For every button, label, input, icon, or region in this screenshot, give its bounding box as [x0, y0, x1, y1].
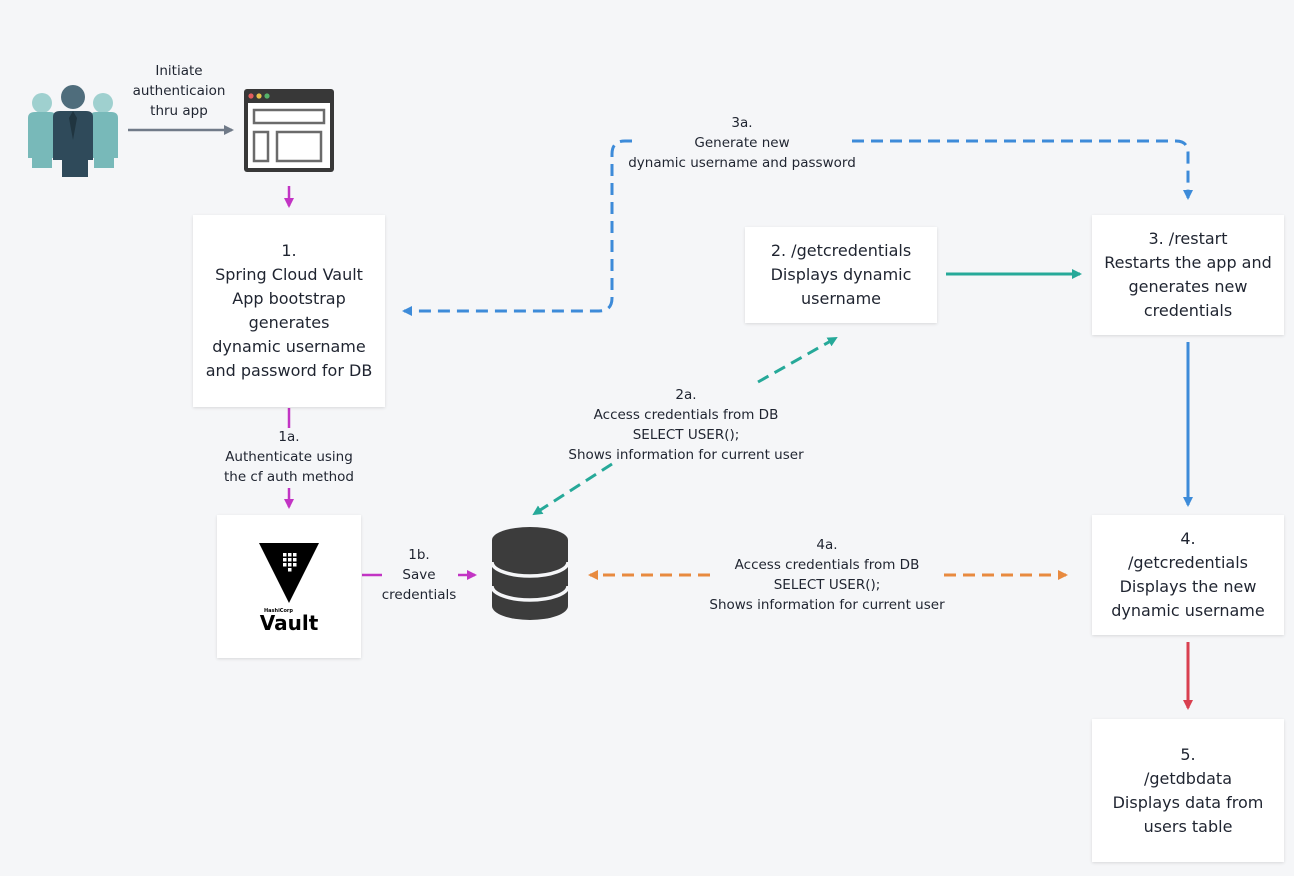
step-5-line: /getdbdata — [1143, 768, 1232, 788]
step-2a-label: 2a. Access credentials from DB SELECT US… — [556, 385, 816, 465]
step-3-line: 3. /restart — [1148, 229, 1228, 248]
step-1-box: 1. Spring Cloud Vault App bootstrap gene… — [193, 215, 385, 407]
step-1-line: and password for DB — [205, 361, 373, 380]
step-5-line: users table — [1143, 816, 1233, 836]
arrow-step-3a-right — [852, 139, 1193, 200]
step-3a-line: 3a. — [731, 115, 753, 131]
step-1a-line: 1a. — [278, 429, 300, 445]
arrow-step-2a-up — [757, 336, 838, 384]
initiate-line: thru app — [150, 103, 208, 119]
step-1b-line: 1b. — [408, 547, 430, 563]
users-group-icon — [28, 85, 118, 177]
step-3-line: credentials — [1143, 301, 1233, 320]
step-1-line: 1. — [281, 241, 297, 260]
step-3a-label: 3a. Generate new dynamic username and pa… — [612, 113, 872, 173]
step-4-box: 4. /getcredentials Displays the new dyna… — [1092, 515, 1284, 635]
vault-box: HashiCorp Vault — [217, 515, 361, 658]
step-2-line: 2. /getcredentials — [770, 241, 912, 260]
step-5-line: 5. — [1180, 744, 1196, 764]
step-4-line: dynamic username — [1111, 601, 1265, 620]
step-1b-line: credentials — [381, 587, 457, 603]
database-icon — [490, 527, 570, 620]
arrow-step-3a-left — [402, 139, 632, 316]
vault-company-text: HashiCorp — [264, 608, 293, 614]
step-1-line: Spring Cloud Vault — [215, 265, 363, 284]
step-4a-line: SELECT USER(); — [773, 577, 881, 593]
step-3-line: Restarts the app and — [1104, 253, 1272, 272]
step-4a-line: Shows information for current user — [709, 597, 945, 613]
step-1-line: App bootstrap — [232, 289, 346, 308]
browser-window-icon — [244, 89, 334, 172]
step-3-line: generates new — [1128, 277, 1248, 296]
step-4-line: /getcredentials — [1128, 553, 1248, 572]
initiate-line: Initiate — [155, 63, 203, 79]
arrow-step-2a-down — [532, 462, 613, 516]
step-4a-line: Access credentials from DB — [734, 557, 920, 573]
step-1a-label: 1a. Authenticate using the cf auth metho… — [209, 427, 369, 487]
step-5-line: Displays data from — [1112, 792, 1264, 812]
step-5-box: 5. /getdbdata Displays data from users t… — [1092, 719, 1284, 862]
step-3a-line: dynamic username and password — [628, 155, 856, 171]
step-1-line: dynamic username — [212, 337, 366, 356]
step-1a-line: Authenticate using — [225, 449, 353, 465]
step-2a-line: Shows information for current user — [568, 447, 804, 463]
step-1a-line: the cf auth method — [223, 469, 355, 485]
vault-product-text: Vault — [260, 611, 319, 633]
step-2-box: 2. /getcredentials Displays dynamic user… — [745, 227, 937, 323]
vault-logo: HashiCorp Vault — [259, 542, 319, 633]
step-3a-line: Generate new — [694, 135, 790, 151]
step-4-line: 4. — [1180, 529, 1196, 548]
step-2-line: Displays dynamic — [770, 265, 912, 284]
step-4a-line: 4a. — [816, 537, 838, 553]
step-1-line: generates — [248, 313, 330, 332]
step-2-line: username — [801, 289, 881, 308]
step-1b-line: Save — [402, 567, 436, 583]
step-4-line: Displays the new — [1119, 577, 1257, 596]
step-2a-line: SELECT USER(); — [632, 427, 740, 443]
initiate-label: Initiate authenticaion thru app — [121, 61, 237, 121]
step-4a-label: 4a. Access credentials from DB SELECT US… — [697, 535, 957, 615]
step-2a-line: 2a. — [675, 387, 697, 403]
step-3-box: 3. /restart Restarts the app and generat… — [1092, 215, 1284, 335]
step-1b-label: 1b. Save credentials — [374, 545, 464, 605]
step-2a-line: Access credentials from DB — [593, 407, 779, 423]
initiate-line: authenticaion — [132, 83, 226, 99]
